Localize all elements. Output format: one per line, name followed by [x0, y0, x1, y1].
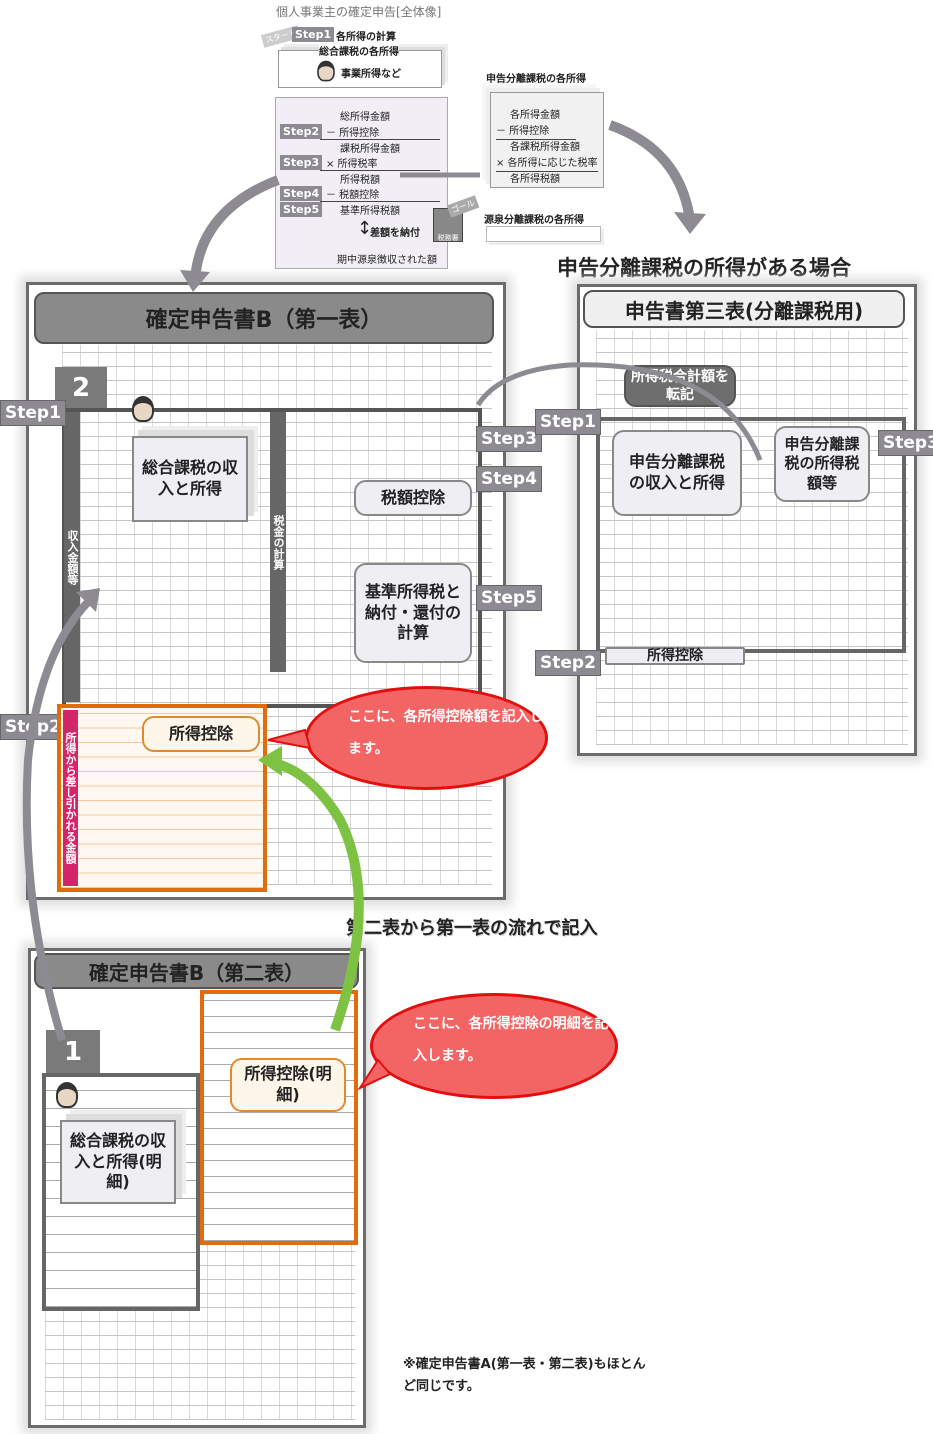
callout-separate-income: 申告分離課税の収入と所得	[612, 430, 742, 516]
flow-label: 第二表から第一表の流れで記入	[346, 918, 598, 939]
deduction-detail-highlight	[200, 990, 358, 1245]
form-third-step2: Step2	[535, 650, 601, 676]
badge-1: 1	[46, 1030, 100, 1074]
person-icon	[317, 60, 335, 82]
calc-row: 課税所得金額	[340, 144, 400, 155]
arrowhead	[258, 746, 282, 776]
updown-arrow-icon: ↕	[357, 218, 373, 239]
separate-row: － 所得控除	[496, 124, 576, 141]
form-b1-step1: Step1	[0, 400, 66, 426]
calc-row: － 税額控除	[326, 190, 380, 201]
calc-step2: Step2	[280, 124, 323, 139]
callout-general-income: 総合課税の収入と所得	[132, 436, 248, 522]
overview-step1: Step1	[292, 27, 335, 42]
general-card-body: 事業所得など	[341, 69, 401, 80]
arrowhead	[674, 212, 706, 234]
calc-row: 所得税額	[340, 175, 380, 186]
separate-row: 各課税所得金額	[510, 142, 580, 154]
separate-card-title: 申告分離課税の各所得	[486, 70, 586, 85]
callout-tax-credit: 税額控除	[354, 480, 472, 516]
calc-row: × 所得税率	[326, 159, 378, 170]
arrow-overview-to-form-b1	[190, 175, 280, 281]
withheld: 期中源泉徴収された額	[337, 255, 437, 266]
form-b-first-title: 確定申告書B（第一表）	[34, 292, 494, 344]
separate-row: × 各所得に応じた税率	[496, 156, 598, 173]
bubble-tail	[357, 1058, 392, 1091]
withholding-card-title: 源泉分離課税の各所得	[484, 215, 584, 226]
person-icon	[56, 1082, 78, 1108]
calc-row: － 所得控除	[326, 128, 380, 139]
form-b1-step3: Step3	[476, 426, 542, 452]
speech-bubble-deduction-detail: ここに、各所得控除の明細を記入します。	[370, 993, 618, 1099]
arrowhead	[76, 588, 100, 612]
calc-step5: Step5	[280, 202, 323, 217]
callout-income-detail: 総合課税の収入と所得(明細)	[60, 1120, 176, 1204]
calc-rows: 総所得金額 Step2－ 所得控除 課税所得金額 Step3× 所得税率 所得税…	[280, 108, 440, 218]
callout-separate-tax: 申告分離課税の所得税額等	[774, 426, 870, 502]
form-third-title: 申告書第三表(分離課税用)	[583, 290, 905, 328]
heading-separate: 申告分離課税の所得がある場合	[557, 256, 851, 280]
arrow-b2-to-b1	[22, 597, 93, 1042]
callout-deduction: 所得控除	[142, 716, 260, 752]
form-b-second-title: 確定申告書B（第二表）	[34, 953, 359, 989]
form-third-step1: Step1	[535, 409, 601, 435]
calc-row: 総所得金額	[340, 112, 390, 123]
separate-row: 各所得税額	[510, 174, 560, 186]
overview-step1-text: 各所得の計算	[336, 32, 396, 43]
general-card-title: 総合課税の各所得	[319, 43, 399, 58]
separate-rows: 各所得金額 － 所得控除 各課税所得金額 × 各所得に応じた税率 各所得税額	[496, 108, 598, 188]
calc-step3: Step3	[280, 155, 323, 170]
arrow-overview-to-form3	[608, 120, 695, 221]
speech-bubble-deduction: ここに、各所得控除額を記入します。	[305, 686, 548, 790]
form-third-income-frame	[596, 417, 906, 653]
person-icon	[132, 396, 154, 422]
arrowhead	[180, 270, 210, 292]
callout-deduction-detail: 所得控除(明細)	[230, 1058, 346, 1112]
calc-step4: Step4	[280, 186, 323, 201]
form-third-deduction: 所得控除	[605, 647, 745, 665]
callout-base-tax: 基準所得税と納付・還付の計算	[354, 563, 472, 663]
general-income-card: 総合課税の各所得 事業所得など	[278, 43, 442, 88]
withholding-card	[486, 226, 601, 242]
form-b1-step4: Step4	[476, 466, 542, 492]
form-b1-step5: Step5	[476, 585, 542, 611]
tax-office-icon: 税務署	[433, 208, 463, 242]
note: ※確定申告書A(第一表・第二表)もほとんど同じです。	[403, 1357, 646, 1394]
bubble-tail	[267, 728, 312, 750]
tax-office-label: 税務署	[437, 234, 459, 242]
calc-row: 基準所得税額	[340, 206, 400, 217]
arrow-transfer	[475, 362, 763, 461]
pay-diff: 差額を納付	[370, 228, 420, 239]
band-tax: 税金の計算	[270, 412, 286, 672]
separate-row: 各所得金額	[510, 110, 560, 121]
overview-caption: 個人事業主の確定申告[全体像]	[276, 5, 442, 19]
band-deduction: 所得から差し引かれる金額	[63, 710, 78, 886]
form-third-step3: Step3	[878, 430, 933, 456]
arrow-flow-green	[268, 757, 364, 1032]
